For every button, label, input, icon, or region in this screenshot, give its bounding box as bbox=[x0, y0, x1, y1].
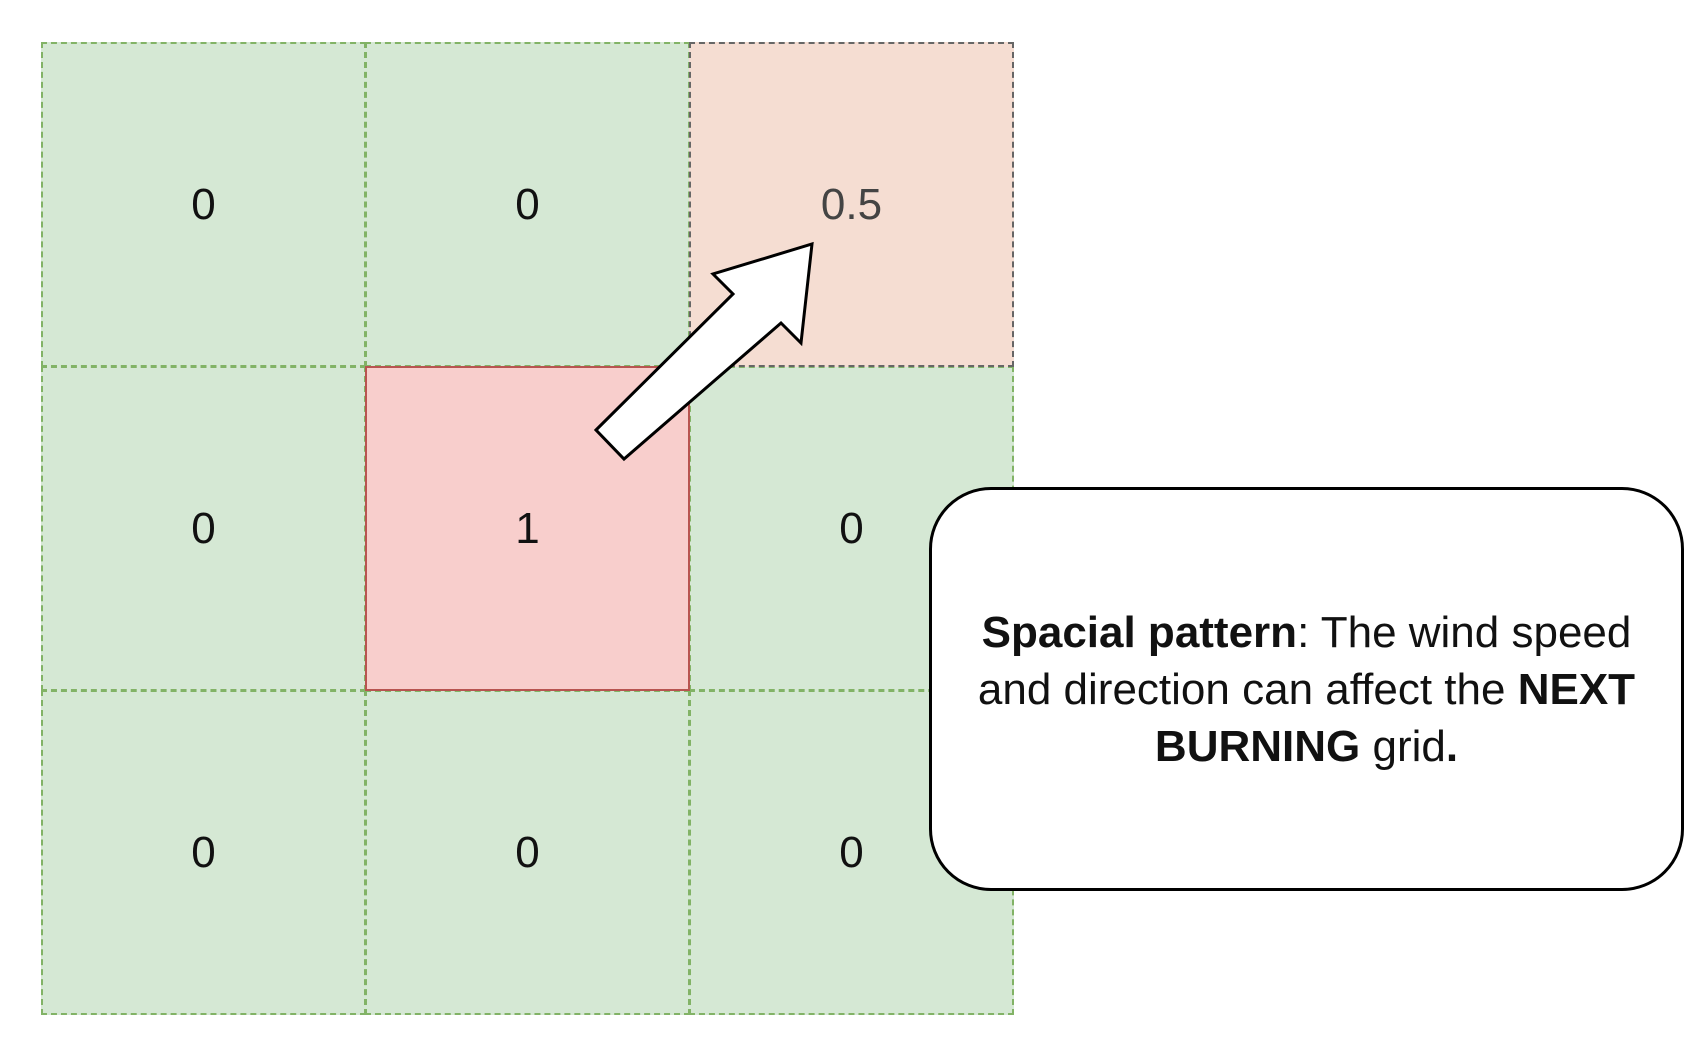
cell-value: 0 bbox=[515, 827, 540, 877]
callout-text-1: : The wind speed and direction can affec… bbox=[977, 607, 1632, 714]
grid-cell-r3c2: 0 bbox=[365, 690, 690, 1015]
cell-value: 0 bbox=[191, 827, 216, 877]
cell-value: 0 bbox=[515, 179, 540, 229]
grid-cell-r3c1: 0 bbox=[41, 690, 366, 1015]
cell-value: 0 bbox=[839, 503, 864, 553]
callout-text: Spacial pattern: The wind speed and dire… bbox=[942, 604, 1671, 775]
callout-text-2: grid bbox=[1360, 721, 1446, 771]
spacial-pattern-callout: Spacial pattern: The wind speed and dire… bbox=[929, 487, 1684, 891]
callout-emphasis: NEXT BURNING bbox=[1154, 664, 1636, 771]
cell-value: 0 bbox=[191, 503, 216, 553]
cell-value: 0.5 bbox=[820, 179, 883, 229]
callout-term: Spacial pattern bbox=[981, 607, 1298, 657]
callout-end-mark: . bbox=[1445, 721, 1459, 771]
cell-value: 0 bbox=[839, 827, 864, 877]
grid-cell-r1c1: 0 bbox=[41, 42, 366, 367]
cell-value: 1 bbox=[515, 503, 540, 553]
grid-cell-r2c1: 0 bbox=[41, 366, 366, 691]
cell-value: 0 bbox=[191, 179, 216, 229]
